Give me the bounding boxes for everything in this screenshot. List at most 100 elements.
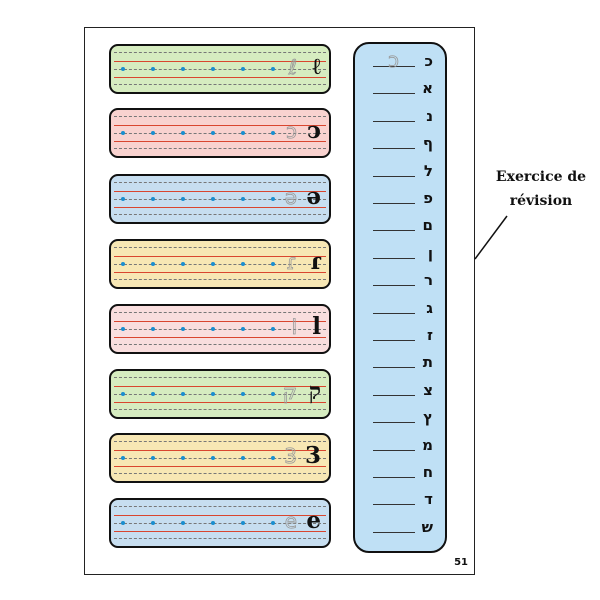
answer-blank[interactable] bbox=[373, 449, 415, 451]
guide-line-dashed bbox=[114, 473, 326, 474]
guide-line-red bbox=[114, 386, 326, 387]
guide-dot bbox=[211, 327, 215, 331]
hebrew-letter: ש bbox=[421, 517, 433, 536]
hebrew-letter: ג bbox=[426, 298, 433, 317]
trace-letter: l bbox=[291, 315, 297, 339]
hebrew-letter: מ bbox=[422, 435, 433, 454]
guide-dot bbox=[121, 392, 125, 396]
guide-line-dashed bbox=[114, 279, 326, 280]
hebrew-letter: ת bbox=[422, 353, 433, 372]
model-letter: l bbox=[312, 313, 321, 340]
guide-line-dashed bbox=[114, 116, 326, 117]
answer-blank[interactable] bbox=[373, 257, 415, 259]
trace-letter: ə bbox=[284, 185, 297, 209]
guide-line-red bbox=[114, 321, 326, 322]
answer-blank[interactable] bbox=[373, 120, 415, 122]
guide-line-dashed bbox=[114, 458, 326, 459]
guide-line-dashed bbox=[114, 69, 326, 70]
guide-dot bbox=[271, 197, 275, 201]
guide-dot bbox=[181, 521, 185, 525]
review-row: פ bbox=[355, 187, 445, 213]
guide-line-dashed bbox=[114, 538, 326, 539]
answer-blank[interactable] bbox=[373, 230, 415, 232]
guide-dot bbox=[121, 327, 125, 331]
model-letter: ק bbox=[308, 378, 321, 405]
guide-line-red bbox=[114, 141, 326, 142]
review-row: ש bbox=[355, 516, 445, 542]
guide-line-dashed bbox=[114, 148, 326, 149]
guide-dots bbox=[121, 456, 275, 460]
guide-dot bbox=[211, 131, 215, 135]
guide-dot bbox=[271, 262, 275, 266]
guide-line-dashed bbox=[114, 52, 326, 53]
hebrew-letter: צ bbox=[423, 380, 433, 399]
callout-label: Exercice de révision bbox=[486, 165, 596, 213]
guide-line-red bbox=[114, 61, 326, 62]
answer-blank[interactable] bbox=[373, 367, 415, 369]
guide-line-dashed bbox=[114, 214, 326, 215]
model-letter: ℓ bbox=[312, 53, 321, 80]
answer-blank[interactable] bbox=[373, 504, 415, 506]
guide-dots bbox=[121, 392, 275, 396]
review-row: ף bbox=[355, 132, 445, 158]
guide-line-dashed bbox=[114, 247, 326, 248]
guide-line-red bbox=[114, 450, 326, 451]
guide-line-red bbox=[114, 402, 326, 403]
guide-dot bbox=[241, 521, 245, 525]
guide-dot bbox=[121, 131, 125, 135]
guide-dot bbox=[211, 262, 215, 266]
guide-line-red bbox=[114, 531, 326, 532]
guide-dot bbox=[241, 131, 245, 135]
answer-blank[interactable] bbox=[373, 312, 415, 314]
guide-dot bbox=[121, 521, 125, 525]
guide-dot bbox=[241, 327, 245, 331]
answer-blank[interactable] bbox=[373, 340, 415, 341]
answer-blank[interactable] bbox=[373, 531, 415, 533]
review-row: נ bbox=[355, 105, 445, 131]
hebrew-letter: ר bbox=[423, 271, 433, 290]
guide-dots bbox=[121, 131, 275, 135]
answer-blank[interactable] bbox=[373, 66, 415, 67]
guide-dot bbox=[151, 262, 155, 266]
answer-blank[interactable] bbox=[373, 93, 415, 95]
guide-dot bbox=[121, 197, 125, 201]
trace-letter: e bbox=[284, 509, 297, 533]
answer-blank[interactable] bbox=[373, 394, 415, 396]
hebrew-letter: ח bbox=[422, 463, 433, 481]
guide-line-red bbox=[114, 272, 326, 273]
hebrew-letter: ן bbox=[427, 243, 433, 262]
guide-dots bbox=[121, 262, 275, 266]
guide-dot bbox=[271, 67, 275, 71]
guide-line-dashed bbox=[114, 506, 326, 507]
guide-dot bbox=[151, 131, 155, 135]
answer-blank[interactable] bbox=[373, 477, 415, 478]
answer-blank[interactable] bbox=[373, 148, 415, 150]
guide-line-dashed bbox=[114, 441, 326, 442]
guide-line-red bbox=[114, 515, 326, 516]
model-letter: ↄ bbox=[306, 117, 321, 144]
answer-blank[interactable] bbox=[373, 203, 415, 204]
hebrew-letter: ל bbox=[423, 161, 433, 180]
guide-dots bbox=[121, 327, 275, 331]
model-letter: 3 bbox=[304, 442, 321, 469]
guide-dot bbox=[181, 67, 185, 71]
guide-line-red bbox=[114, 191, 326, 192]
hebrew-letter: ד bbox=[424, 490, 433, 509]
guide-line-red bbox=[114, 207, 326, 208]
example-trace-letter: ↄ bbox=[388, 48, 400, 73]
answer-blank[interactable] bbox=[373, 422, 415, 424]
answer-blank[interactable] bbox=[373, 175, 415, 177]
review-row: א bbox=[355, 77, 445, 103]
guide-dot bbox=[151, 197, 155, 201]
answer-blank[interactable] bbox=[373, 285, 415, 287]
guide-line-red bbox=[114, 466, 326, 467]
guide-dot bbox=[211, 197, 215, 201]
